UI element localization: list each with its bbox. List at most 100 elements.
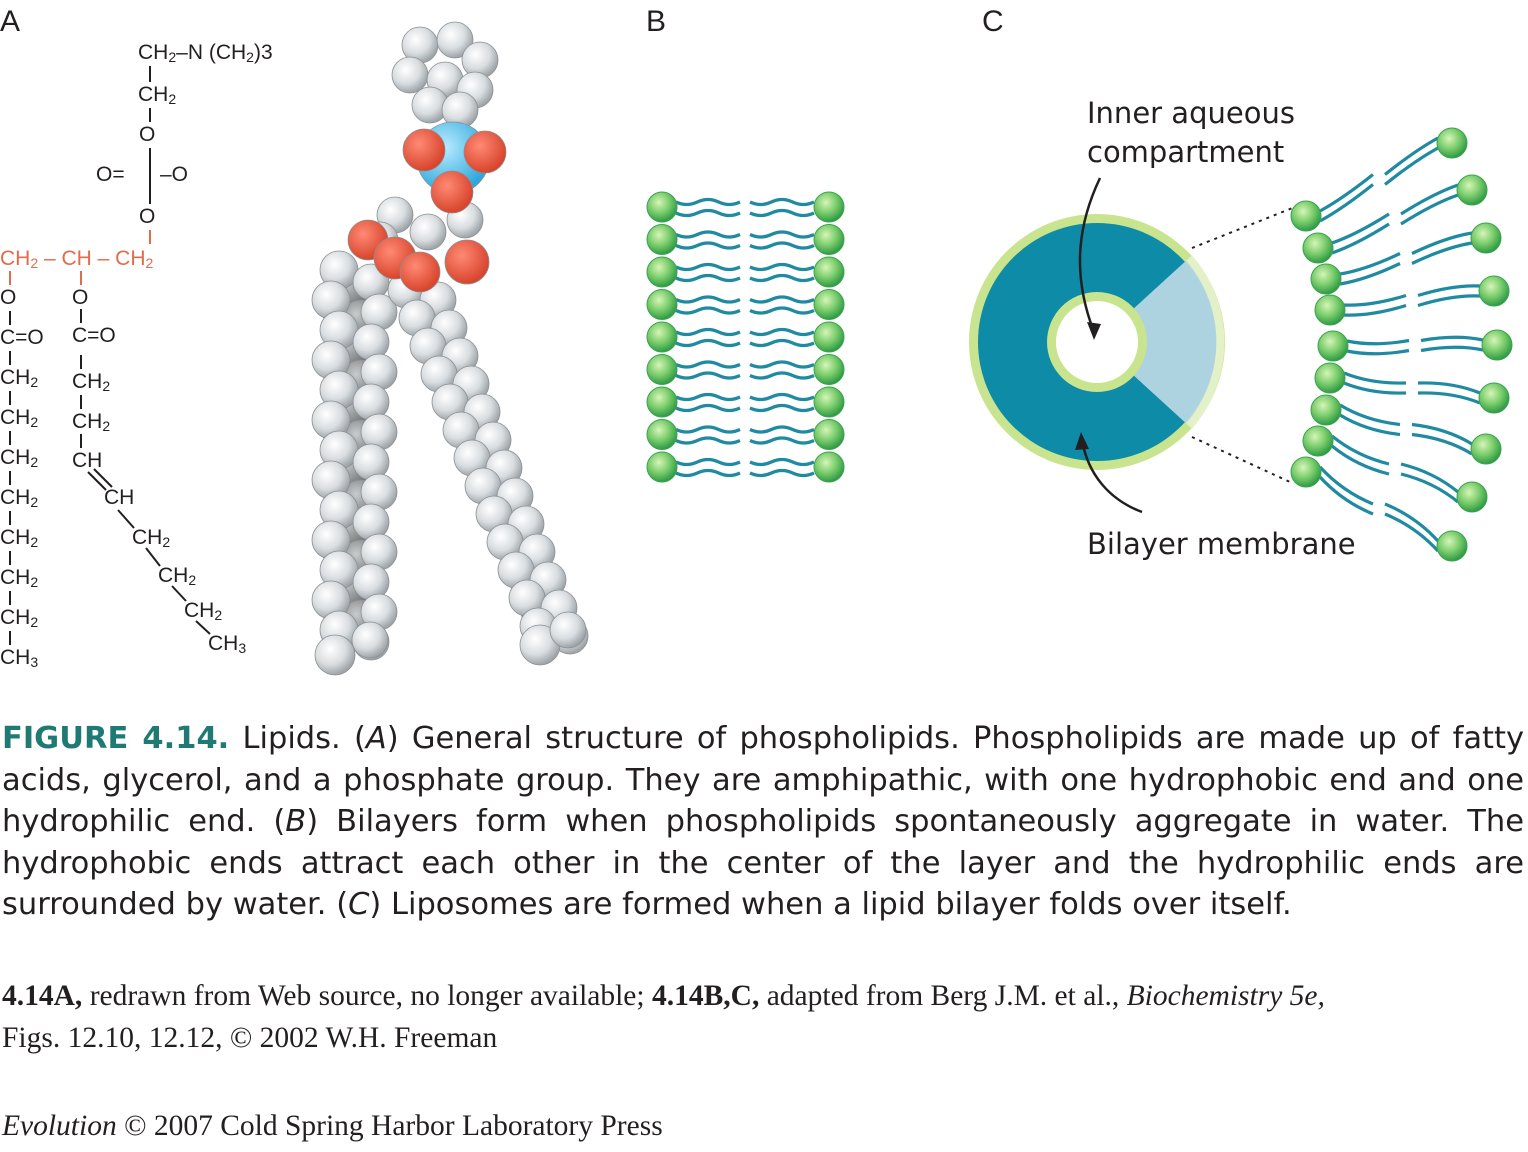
hydrophobic-tail xyxy=(1420,335,1484,343)
hydrophilic-head xyxy=(1478,382,1510,414)
hydrophilic-head xyxy=(1481,329,1513,361)
chain2-group: CH2 xyxy=(132,526,171,550)
oxygen-atom xyxy=(399,251,441,293)
bond xyxy=(80,355,82,369)
zoom-line-top xyxy=(1191,204,1301,249)
chain1-group: CH2 xyxy=(0,606,39,630)
hydrophobic-tail xyxy=(1339,403,1401,427)
bond xyxy=(9,511,11,525)
hydrogen-atom xyxy=(436,21,474,59)
hydrophobic-tail xyxy=(1319,173,1374,213)
panel-a-label: A xyxy=(0,5,21,38)
bond xyxy=(149,108,151,122)
hydrophilic-head xyxy=(1470,222,1502,254)
chain2-group: CH2 xyxy=(72,370,111,394)
hydrophobic-tail xyxy=(749,327,815,337)
hydrophilic-head xyxy=(1290,200,1322,232)
hydrophobic-tail xyxy=(675,295,741,304)
hydrophobic-tail xyxy=(1411,422,1473,446)
hydrophobic-tail xyxy=(675,392,741,402)
hydrophobic-tail xyxy=(1411,231,1473,255)
magnified-bilayer xyxy=(1290,127,1513,562)
hydrophilic-head xyxy=(646,321,678,353)
hydrophobic-tail xyxy=(749,295,815,304)
arrow-inner xyxy=(1078,177,1102,333)
inner-ring xyxy=(1047,292,1147,392)
hydrophobic-tail xyxy=(675,230,741,239)
hydrophilic-head xyxy=(646,386,678,418)
arrow-membrane xyxy=(1080,439,1143,514)
oxygen-upper: O xyxy=(139,123,156,146)
bond xyxy=(149,162,151,190)
bond xyxy=(149,66,151,82)
hydrophobic-tail xyxy=(1343,381,1407,395)
hydrogen-atom xyxy=(409,213,447,251)
hydrophobic-tail xyxy=(1400,183,1459,216)
hydrophilic-head xyxy=(813,451,845,483)
image-credit: 4.14A, redrawn from Web source, no longe… xyxy=(2,980,1325,1054)
hydrophobic-tail xyxy=(749,230,815,239)
chain2-group: CH3 xyxy=(208,632,247,656)
chain1-group: CH2 xyxy=(0,366,39,390)
bond xyxy=(80,309,82,323)
hydrophilic-head xyxy=(1456,481,1488,513)
hydrophilic-head xyxy=(813,354,845,385)
hydrophobic-tail xyxy=(1318,465,1374,506)
hydrogen-atom xyxy=(314,634,356,676)
hydrophilic-head xyxy=(646,224,678,255)
bond xyxy=(9,311,11,325)
hydrophilic-head xyxy=(646,256,678,288)
hydrophilic-head xyxy=(813,321,845,353)
hydrophobic-tail xyxy=(1339,252,1401,276)
figure-caption: FIGURE 4.14. Lipids. (A) General structu… xyxy=(2,721,1524,922)
oxygen-atom xyxy=(463,130,507,174)
chain1-group: CH2 xyxy=(0,446,39,470)
hydrogen-atom xyxy=(391,56,429,94)
bond xyxy=(80,271,82,285)
hydrophilic-head xyxy=(646,354,678,385)
hydrophobic-tail xyxy=(675,273,741,283)
chain2-group: C=O xyxy=(72,324,116,347)
hydrophobic-tail xyxy=(675,197,741,207)
bond xyxy=(9,551,11,565)
hydrophobic-tail xyxy=(1343,293,1407,307)
hydrophobic-tail xyxy=(675,457,741,467)
panel-c-label: C xyxy=(982,5,1004,38)
hydrophilic-head xyxy=(813,224,845,255)
chain2-group: CH2 xyxy=(158,564,197,588)
copyright-line: Evolution © 2007 Cold Spring Harbor Labo… xyxy=(2,1110,663,1142)
hydrophobic-tail xyxy=(1346,348,1410,356)
hydrophilic-head xyxy=(1314,362,1346,394)
bond xyxy=(9,271,11,285)
hydrophobic-tail xyxy=(1318,475,1374,516)
oxygen-atom xyxy=(402,128,446,172)
chain1-group: CH3 xyxy=(0,646,39,670)
bond xyxy=(9,391,11,405)
chain1-group: CH2 xyxy=(0,406,39,430)
hydrophobic-tail xyxy=(749,457,815,467)
bond xyxy=(149,190,151,204)
hydrophobic-tail xyxy=(1400,193,1459,226)
hydrophobic-tail xyxy=(749,208,815,218)
bond xyxy=(9,631,11,645)
hydrophobic-tail xyxy=(749,436,815,445)
chain2-bonds xyxy=(87,468,211,635)
hydrophobic-tail xyxy=(1384,136,1439,176)
hydrophilic-head xyxy=(813,256,845,288)
hydrophobic-tail xyxy=(1330,444,1390,476)
methylene-upper: CH2 xyxy=(138,83,177,107)
hydrophobic-tail xyxy=(1417,294,1481,308)
hydrophobic-tail xyxy=(1420,345,1484,353)
hydrophobic-tail xyxy=(749,262,815,272)
choline-group: CH2–N (CH2)3 xyxy=(138,41,273,65)
hydrophilic-head xyxy=(1470,433,1502,465)
hydrophilic-head xyxy=(813,419,845,450)
chain1-group: CH2 xyxy=(0,526,39,550)
hydrophobic-tail xyxy=(1330,434,1390,466)
hydrophobic-tail xyxy=(1411,241,1473,265)
hydrophilic-head xyxy=(646,289,678,320)
oxygen-atom xyxy=(430,170,474,214)
hydrophilic-head xyxy=(1302,232,1334,264)
bond xyxy=(9,471,11,485)
figure-number: FIGURE 4.14. xyxy=(2,721,230,756)
